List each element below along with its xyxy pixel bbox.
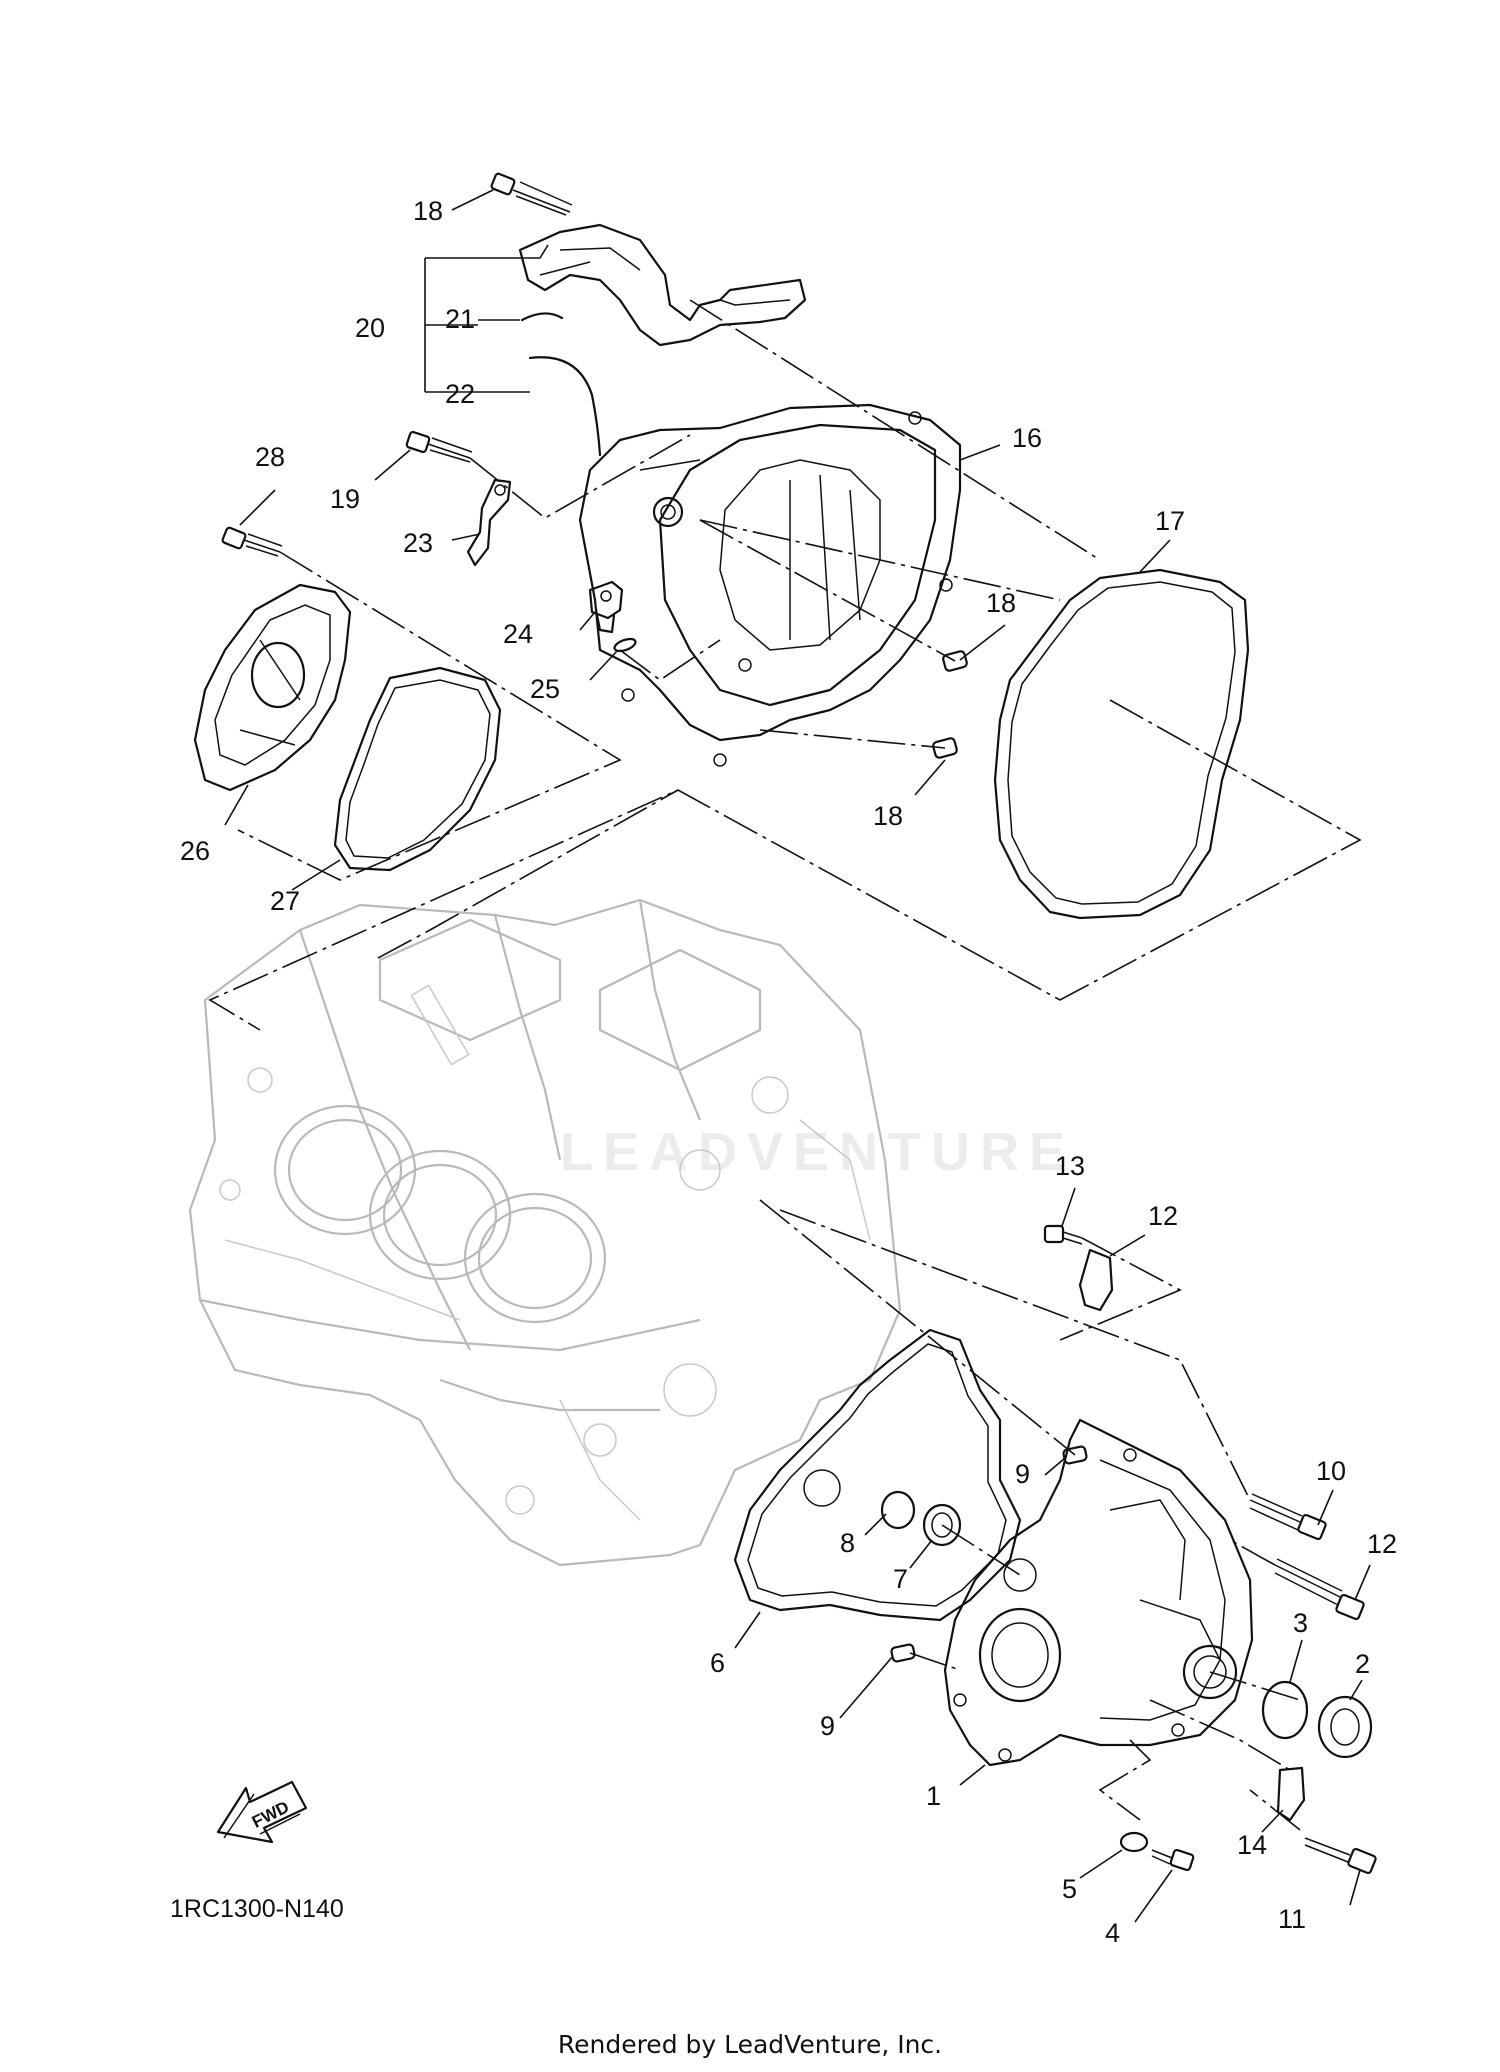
bolt-19-lower (405, 430, 473, 463)
callout-16: 16 (1012, 423, 1042, 453)
callout-6: 6 (710, 1648, 725, 1678)
cover-26 (193, 583, 352, 792)
watermark-text: LEADVENTURE (560, 1122, 1075, 1182)
reference-lines (208, 299, 1362, 1831)
bolt-12 (1274, 1558, 1365, 1621)
callout-2: 2 (1355, 1649, 1370, 1679)
callout-17: 17 (1155, 506, 1185, 536)
callout-23: 23 (403, 528, 433, 558)
dowel-18-lower (932, 737, 958, 759)
callout-19-lower: 19 (330, 484, 360, 514)
callout-18-lower: 18 (873, 801, 903, 831)
callout-11: 11 (1278, 1904, 1306, 1934)
cap-2 (1317, 1695, 1373, 1759)
o-ring-3 (1261, 1680, 1309, 1740)
gasket-6 (733, 1328, 1022, 1622)
dowel-18-upper (942, 650, 968, 672)
fwd-label: FWD (249, 1797, 292, 1832)
callout-14: 13 (1055, 1151, 1085, 1181)
bolt-11 (1304, 1837, 1377, 1875)
o-ring-25 (613, 637, 637, 653)
plug-24 (588, 580, 624, 634)
callout-10: 10 (1316, 1456, 1346, 1486)
clutch-cover-16 (578, 403, 962, 767)
callout-26: 26 (180, 836, 210, 866)
bolt-4 (1151, 1848, 1195, 1872)
callout-1: 1 (926, 1781, 941, 1811)
bracket-15 (1276, 1766, 1306, 1822)
dowel-9-upper (1062, 1445, 1088, 1465)
callout-7: 7 (893, 1564, 908, 1594)
gasket-27 (333, 666, 502, 872)
gasket-17 (993, 568, 1250, 920)
bolt-14 (1043, 1224, 1065, 1244)
bolt-28 (221, 526, 283, 557)
callout-24: 24 (503, 619, 533, 649)
fwd-direction-arrow: FWD (216, 1780, 308, 1844)
callout-3: 3 (1293, 1608, 1308, 1638)
callout-12: 12 (1367, 1529, 1397, 1559)
callout-9-upper: 9 (1015, 1459, 1030, 1489)
callout-28: 28 (255, 442, 285, 472)
leader-lines (224, 189, 1371, 1923)
callout-18-upper: 18 (986, 588, 1016, 618)
callout-20: 20 (355, 313, 385, 343)
ring-8 (880, 1490, 916, 1530)
callout-22: 22 (445, 379, 475, 409)
bracket-23 (466, 478, 512, 567)
washer-5 (1119, 1831, 1149, 1853)
callouts: 18 20 21 22 28 19 23 24 25 26 27 16 17 1… (180, 196, 1397, 1948)
bolt-10 (1249, 1493, 1327, 1541)
callout-27: 27 (270, 886, 300, 916)
sprocket-cover-assembly (490, 172, 807, 457)
callout-13: 12 (1148, 1201, 1178, 1231)
bracket-13 (1078, 1248, 1114, 1312)
bolt-19-top (490, 172, 573, 216)
callout-21: 21 (445, 304, 475, 334)
dowel-9-lower (890, 1643, 916, 1663)
callout-4: 4 (1105, 1918, 1120, 1948)
callout-19-top: 18 (413, 196, 443, 226)
callout-8: 8 (840, 1528, 855, 1558)
callout-25: 25 (530, 674, 560, 704)
seal-7 (922, 1503, 962, 1547)
callout-9-lower: 9 (820, 1711, 835, 1741)
crankcase-ghost (188, 898, 902, 1567)
render-credit: Rendered by LeadVenture, Inc. (557, 2030, 943, 2059)
diagram-reference-code: 1RC1300-N140 (170, 1895, 344, 1923)
callout-5: 5 (1062, 1874, 1077, 1904)
callout-15: 14 (1237, 1830, 1267, 1860)
generator-cover-1 (943, 1418, 1254, 1767)
